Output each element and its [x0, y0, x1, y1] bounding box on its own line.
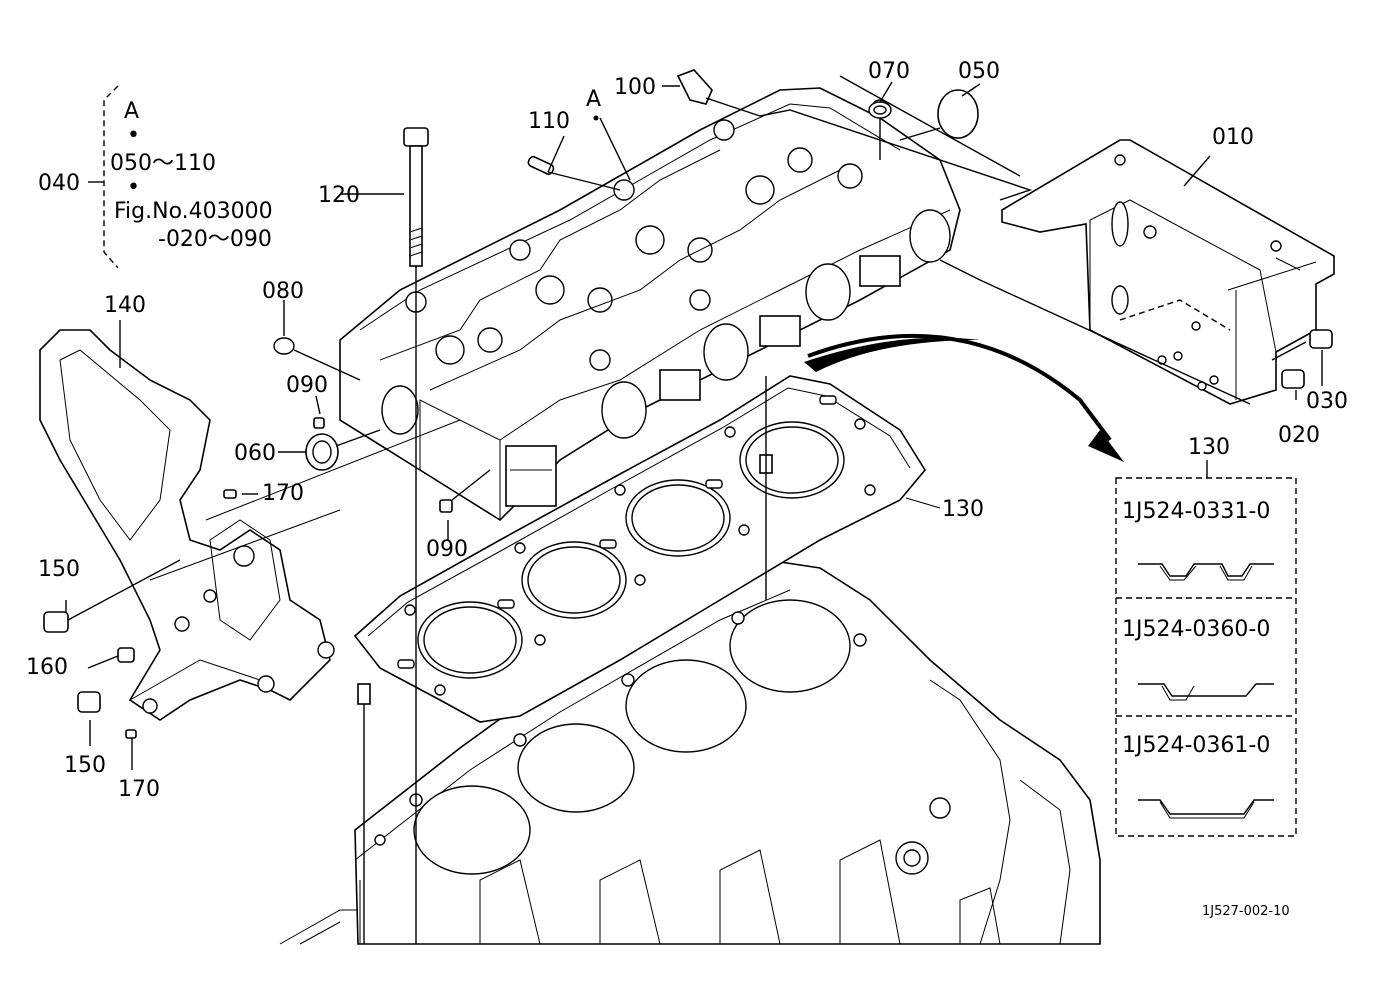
callout-010[interactable]: 010	[1212, 125, 1254, 150]
callout-080[interactable]: 080	[262, 279, 304, 304]
callout-100[interactable]: 100	[614, 75, 656, 100]
cylinder-block	[279, 561, 1101, 945]
cylinder-head	[339, 87, 961, 522]
bracket-140	[39, 329, 335, 721]
gasket-profile-2	[1138, 683, 1274, 697]
callout-030[interactable]: 030	[1306, 389, 1348, 414]
callout-060[interactable]: 060	[234, 441, 276, 466]
small-parts	[43, 69, 1333, 739]
callout-040[interactable]: 040	[38, 171, 80, 196]
callout-170-lower[interactable]: 170	[118, 777, 160, 802]
assembly-note: 040 A • 050～110 • Fig.No.403000 -020～090	[38, 85, 273, 269]
callout-110[interactable]: 110	[528, 109, 570, 134]
note-range: 050～110	[110, 151, 216, 176]
gasket-part-no-1: 1J524-0331-0	[1122, 499, 1270, 524]
callout-140[interactable]: 140	[104, 293, 146, 318]
gasket-profile-3	[1138, 799, 1274, 815]
callout-130[interactable]: 130	[942, 497, 984, 522]
callout-160[interactable]: 160	[26, 655, 68, 680]
callout-150-upper[interactable]: 150	[38, 557, 80, 582]
note-dot-2: •	[127, 175, 140, 200]
gasket-part-no-3: 1J524-0361-0	[1122, 733, 1270, 758]
gasket-table-title: 130	[1188, 435, 1230, 460]
note-fig-range: -020～090	[158, 227, 272, 252]
drawing-number: 1J527-002-10	[1202, 904, 1290, 919]
callout-ref-a: A	[586, 87, 601, 112]
callout-050[interactable]: 050	[958, 59, 1000, 84]
callout-070[interactable]: 070	[868, 59, 910, 84]
callout-090-lower[interactable]: 090	[426, 537, 468, 562]
callout-120[interactable]: 120	[318, 183, 360, 208]
callout-170-upper[interactable]: 170	[262, 481, 304, 506]
head-gasket	[353, 375, 941, 723]
gasket-table: 130 1J524-0331-0 1J524-0360-0 1J524-0361…	[1115, 435, 1297, 837]
leader-lines	[65, 75, 1323, 944]
gasket-part-no-2: 1J524-0360-0	[1122, 617, 1270, 642]
note-dot-1: •	[127, 123, 140, 148]
callout-020[interactable]: 020	[1278, 423, 1320, 448]
callout-labels: 010 020 030 050 060 070 080 090 090 100 …	[26, 59, 1348, 802]
bracket-010	[1001, 139, 1335, 405]
note-fig: Fig.No.403000	[114, 199, 273, 224]
gasket-profile-1	[1138, 563, 1274, 577]
callout-150-lower[interactable]: 150	[64, 753, 106, 778]
note-ref-a: A	[124, 99, 139, 124]
callout-090-upper[interactable]: 090	[286, 373, 328, 398]
